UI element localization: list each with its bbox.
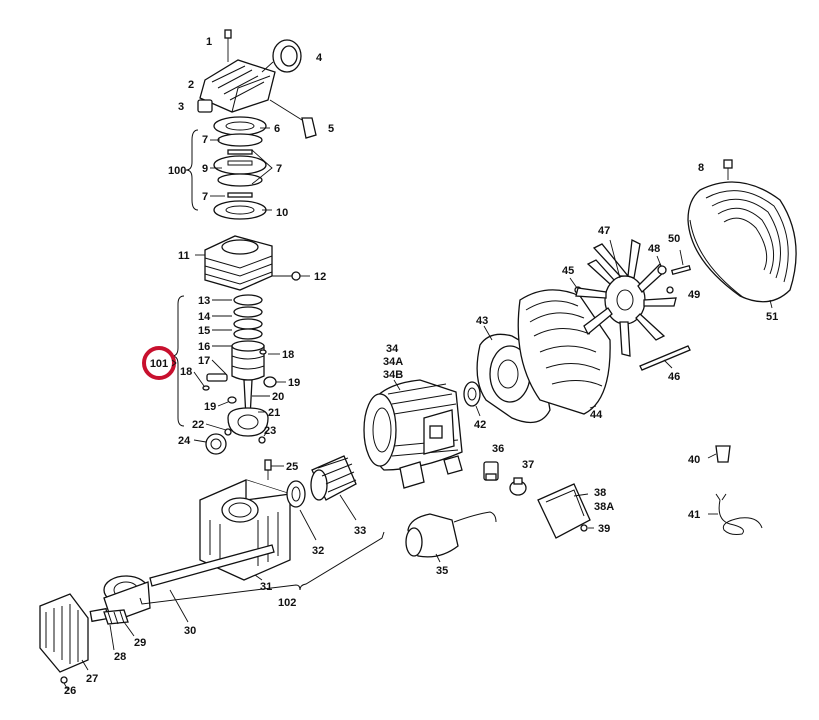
label-19b: 19: [204, 401, 216, 413]
label-15: 15: [198, 325, 210, 337]
cylinder: [195, 235, 310, 291]
label-33: 33: [354, 525, 366, 537]
label-27: 27: [86, 673, 98, 685]
crankshaft: [39, 531, 385, 691]
valve-plate-group: [185, 116, 273, 220]
label-3: 3: [178, 101, 184, 113]
label-12: 12: [314, 271, 326, 283]
label-7c: 7: [202, 191, 208, 203]
label-25: 25: [286, 461, 298, 473]
label-46: 46: [668, 371, 680, 383]
label-31: 31: [260, 581, 272, 593]
label-20: 20: [272, 391, 284, 403]
label-35: 35: [436, 565, 448, 577]
label-21: 21: [268, 407, 280, 419]
label-47: 47: [598, 225, 610, 237]
label-38a: 38A: [594, 501, 614, 513]
cooling-fan: [575, 239, 692, 371]
label-49: 49: [688, 289, 700, 301]
label-50: 50: [668, 233, 680, 245]
label-7a: 7: [202, 134, 208, 146]
label-30: 30: [184, 625, 196, 637]
label-43: 43: [476, 315, 488, 327]
label-100: 100: [168, 165, 186, 177]
label-37: 37: [522, 459, 534, 471]
label-19a: 19: [288, 377, 300, 389]
end-shield: [463, 277, 611, 424]
label-26: 26: [64, 685, 76, 697]
label-34a: 34A: [383, 356, 403, 368]
label-29: 29: [134, 637, 146, 649]
label-28: 28: [114, 651, 126, 663]
label-5: 5: [328, 123, 334, 135]
label-48: 48: [648, 243, 660, 255]
label-1: 1: [206, 36, 212, 48]
crankcase: [199, 455, 357, 581]
label-23: 23: [264, 425, 276, 437]
label-38: 38: [594, 487, 606, 499]
label-18b: 18: [180, 366, 192, 378]
label-51: 51: [766, 311, 778, 323]
label-4: 4: [316, 52, 323, 64]
label-6: 6: [274, 123, 280, 135]
label-13: 13: [198, 295, 210, 307]
label-8: 8: [698, 162, 704, 174]
label-32: 32: [312, 545, 324, 557]
label-9: 9: [202, 163, 208, 175]
label-24: 24: [178, 435, 191, 447]
label-34b: 34B: [383, 369, 403, 381]
label-7b: 7: [276, 163, 282, 175]
label-41: 41: [688, 509, 700, 521]
piston-rod-group: [171, 294, 286, 455]
label-42: 42: [474, 419, 486, 431]
motor-stator: [363, 379, 463, 489]
label-40: 40: [688, 454, 700, 466]
label-45: 45: [562, 265, 574, 277]
label-17: 17: [198, 355, 210, 367]
part-labels: 101 100 102 1 2 3 4 5 6 7 9 7 7 10 8 11 …: [64, 36, 778, 697]
label-18a: 18: [282, 349, 294, 361]
label-101: 101: [150, 358, 168, 370]
highlight-ring: [142, 346, 176, 380]
label-10: 10: [276, 207, 288, 219]
cylinder-head: [197, 29, 317, 139]
fan-guard: [687, 159, 797, 309]
label-44: 44: [590, 409, 603, 421]
electrical-parts: [405, 461, 594, 563]
label-102: 102: [278, 597, 296, 609]
label-14: 14: [198, 311, 211, 323]
label-11: 11: [178, 250, 190, 262]
label-16: 16: [198, 341, 210, 353]
label-2: 2: [188, 79, 194, 91]
switch-and-cable: [707, 445, 763, 535]
label-36: 36: [492, 443, 504, 455]
label-34: 34: [386, 343, 399, 355]
label-22: 22: [192, 419, 204, 431]
label-39: 39: [598, 523, 610, 535]
